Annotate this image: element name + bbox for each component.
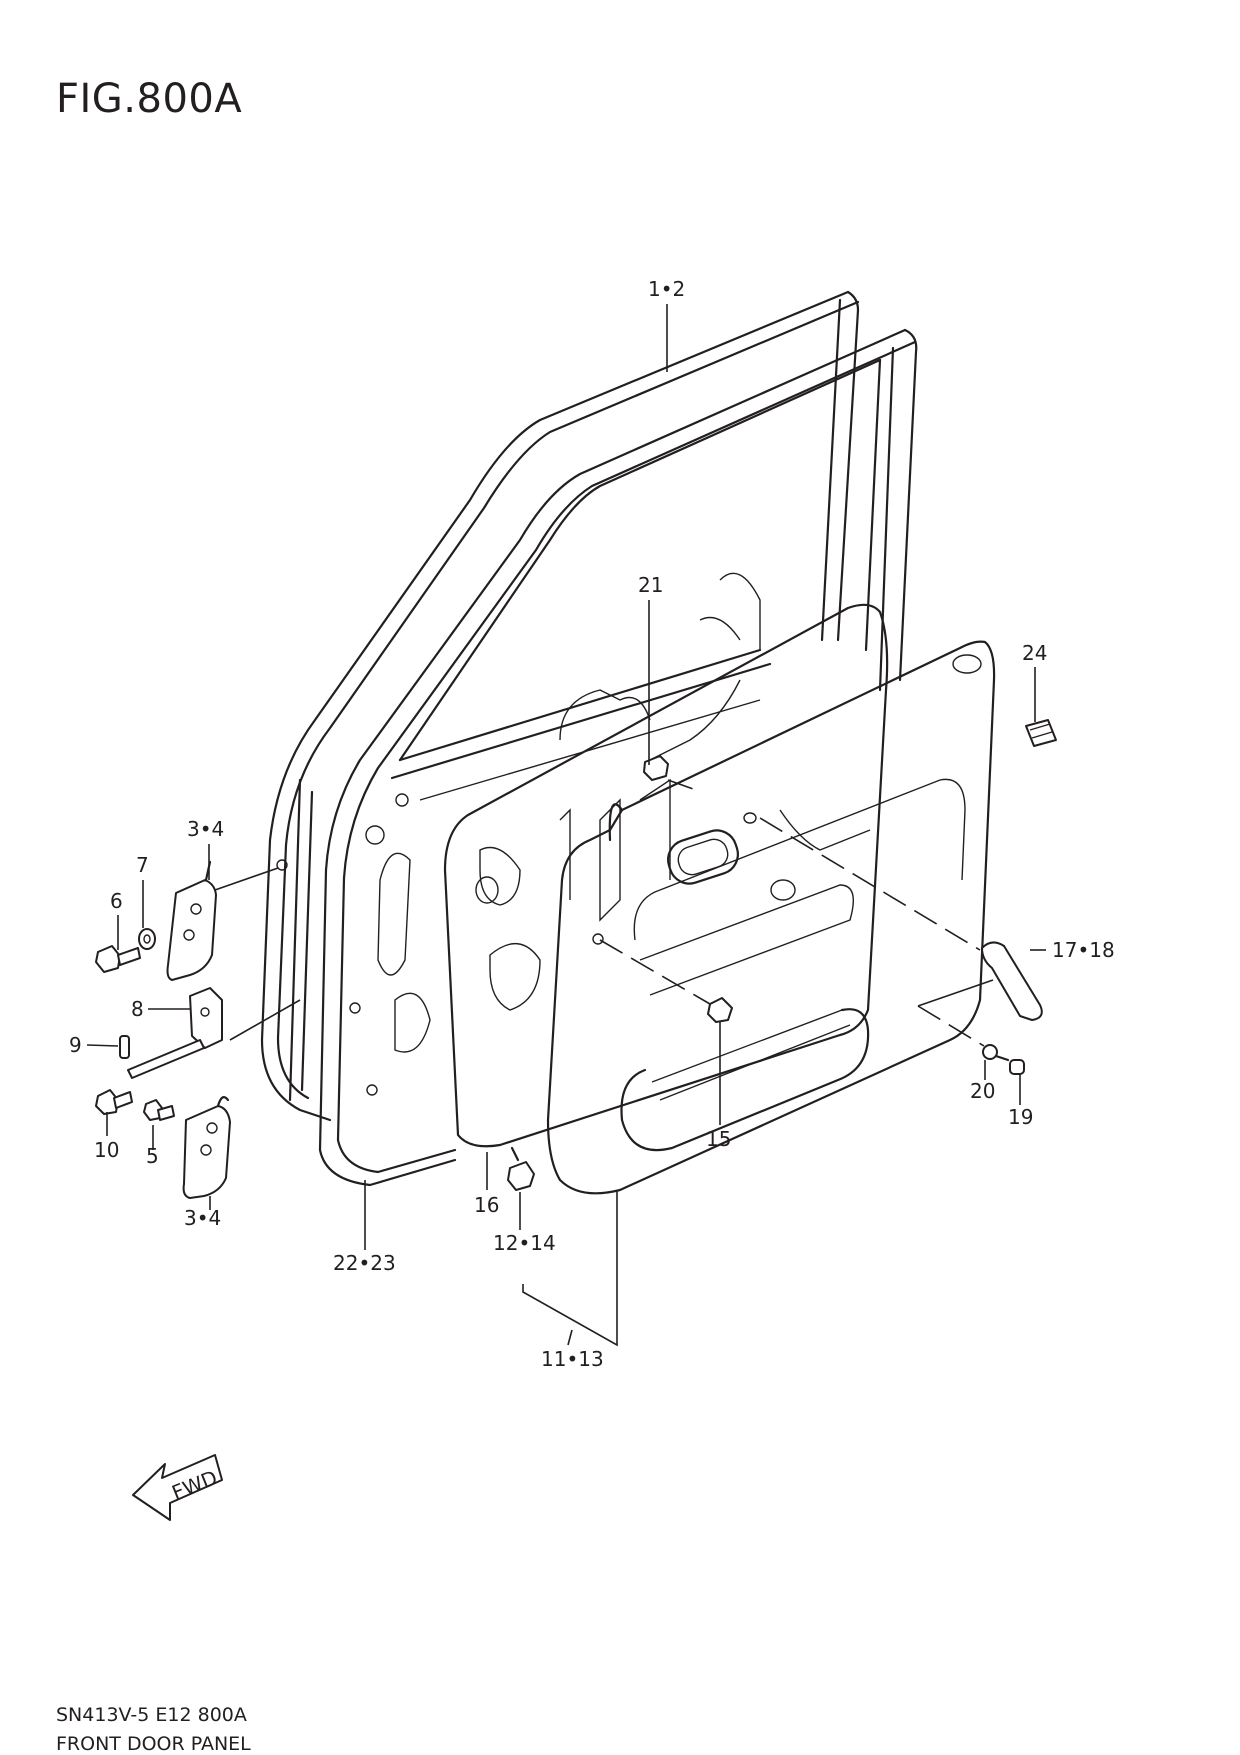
washer-7-part — [138, 928, 156, 950]
callout-6: 6 — [110, 889, 123, 913]
clip-15-part — [707, 997, 733, 1023]
bolt-5-part — [143, 1099, 175, 1121]
callout-19: 19 — [1008, 1105, 1033, 1129]
callout-3-4-top: 3•4 — [187, 817, 224, 841]
callout-10: 10 — [94, 1138, 119, 1162]
diagram-code: SN413V-5 E12 800A — [56, 1704, 247, 1726]
bolt-10-part — [95, 1089, 133, 1115]
figure-title: FIG.800A — [56, 76, 243, 122]
door-check-part — [127, 987, 223, 1079]
cap-19-part — [1009, 1059, 1025, 1075]
door-trim-panel-part — [546, 640, 996, 1195]
fwd-arrow-icon: FWD — [132, 1454, 223, 1521]
callout-9: 9 — [69, 1033, 82, 1057]
bolt-6-part — [95, 945, 141, 973]
sealing-film-part — [443, 603, 889, 1148]
clip-24-part — [1025, 719, 1057, 747]
callout-7: 7 — [136, 853, 149, 877]
hinge-lower-part — [182, 1096, 231, 1199]
door-weatherstrip-part — [260, 290, 860, 1122]
door-shell-part — [276, 328, 918, 1187]
callout-20: 20 — [970, 1079, 995, 1103]
callout-labels: 1•2 21 24 3•4 7 6 8 9 10 5 3•4 17•18 20 … — [69, 277, 1115, 1371]
callout-21: 21 — [638, 573, 663, 597]
clip-12-part — [507, 1146, 535, 1191]
leader-lines — [86, 304, 1046, 1347]
clip-21-part — [643, 755, 669, 781]
callout-12-14: 12•14 — [493, 1231, 556, 1255]
callout-17-18: 17•18 — [1052, 938, 1115, 962]
callout-24: 24 — [1022, 641, 1047, 665]
callout-3-4-bottom: 3•4 — [184, 1206, 221, 1230]
callout-5: 5 — [146, 1144, 159, 1168]
pin-part — [119, 1035, 130, 1059]
callout-15: 15 — [706, 1127, 731, 1151]
handle-17-part — [981, 941, 1043, 1021]
callout-11-13: 11•13 — [541, 1347, 604, 1371]
diagram-name: FRONT DOOR PANEL — [56, 1733, 251, 1755]
callout-16: 16 — [474, 1193, 499, 1217]
callout-1-2: 1•2 — [648, 277, 685, 301]
callout-8: 8 — [131, 997, 144, 1021]
callout-22-23: 22•23 — [333, 1251, 396, 1275]
screw-20-part — [982, 1044, 1010, 1062]
